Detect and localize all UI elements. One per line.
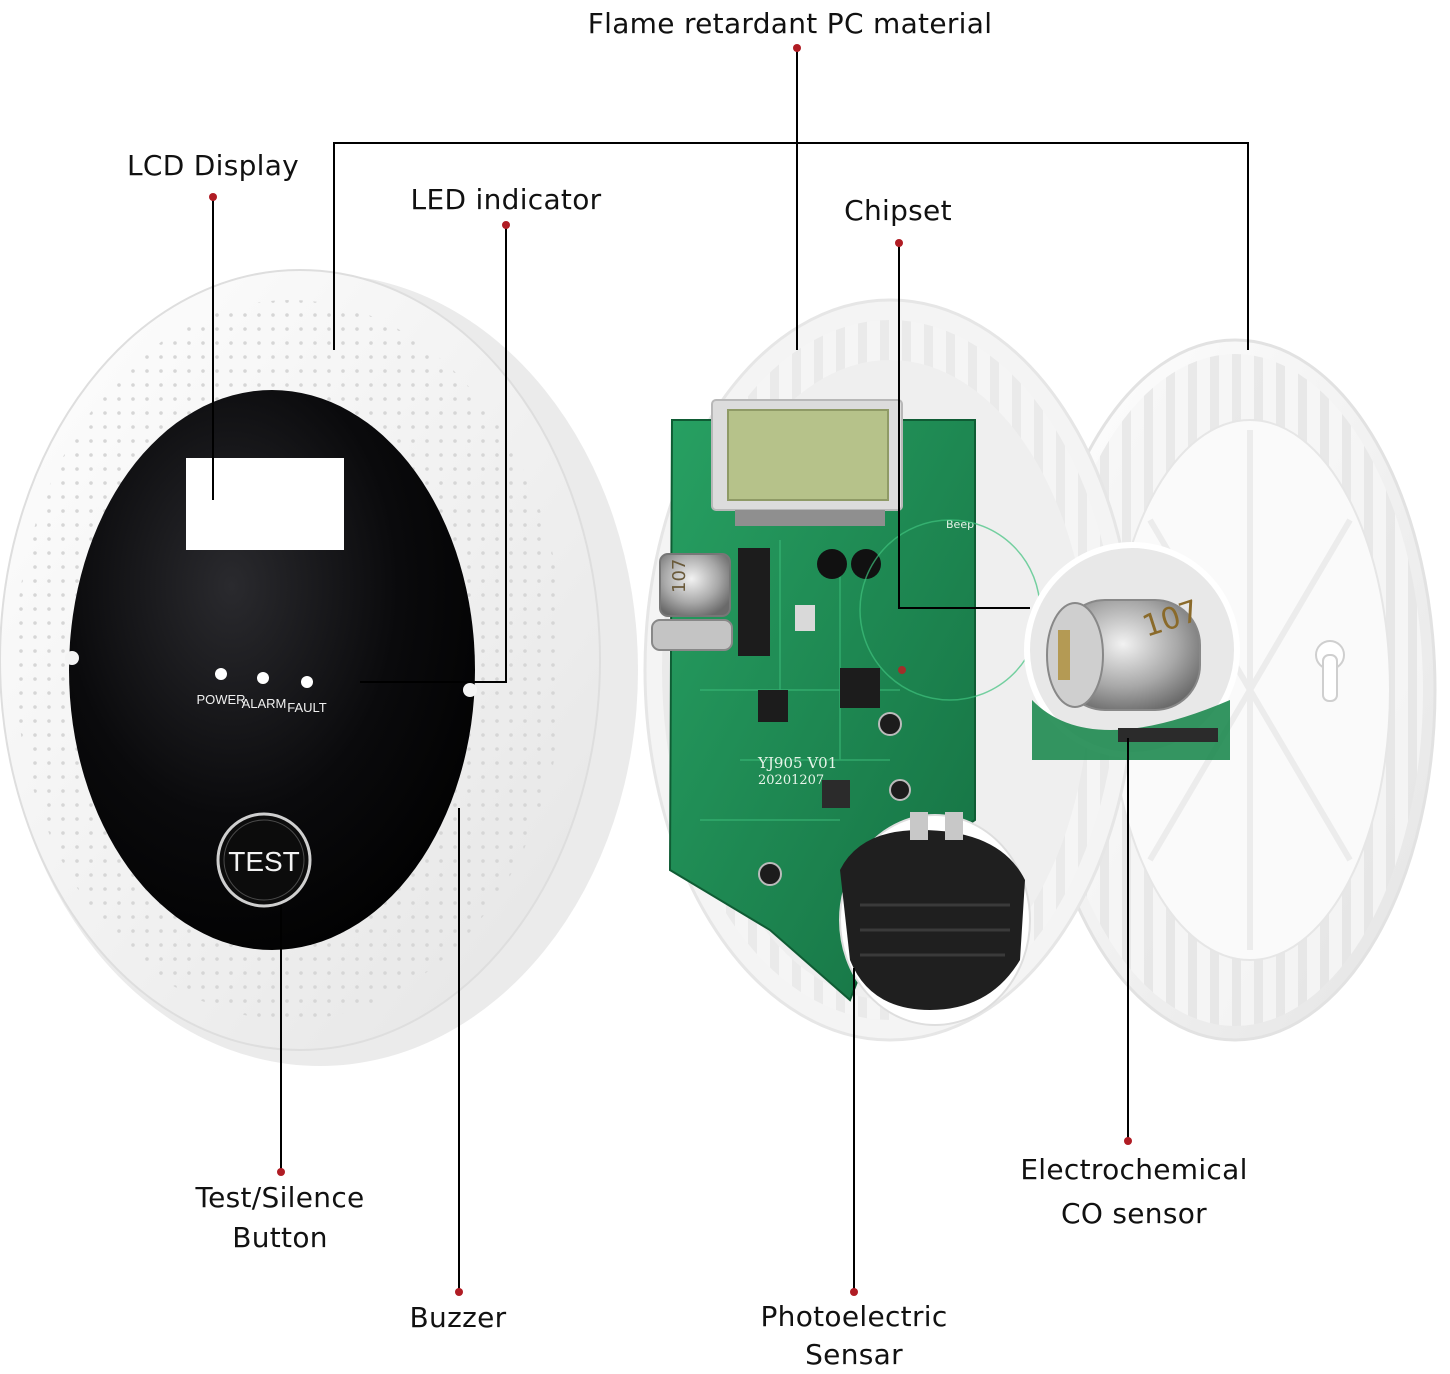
label-co-sensor-line2: CO sensor xyxy=(1061,1197,1207,1230)
label-buzzer: Buzzer xyxy=(409,1301,507,1334)
label-led-indicator: LED indicator xyxy=(410,183,602,216)
callout-dots xyxy=(209,44,1132,1296)
label-lcd-display: LCD Display xyxy=(126,149,300,182)
battery-cell: 107 xyxy=(651,553,733,651)
callout-lines xyxy=(212,48,1249,1292)
label-co-sensor: Electrochemical CO sensor xyxy=(1004,1148,1264,1236)
label-test-silence-button: Test/Silence Button xyxy=(160,1178,400,1258)
fault-led xyxy=(301,676,313,688)
label-chipset: Chipset xyxy=(844,194,952,227)
label-photoelectric-line2: Sensar xyxy=(805,1338,903,1371)
label-photoelectric-line1: Photoelectric xyxy=(760,1300,948,1333)
board-model-label: YJ905 V01 xyxy=(757,754,837,772)
label-co-sensor-line1: Electrochemical xyxy=(1020,1153,1248,1186)
label-test-silence-line1: Test/Silence xyxy=(195,1181,365,1214)
lcd-module xyxy=(711,399,903,526)
chip-main xyxy=(738,548,770,656)
label-test-silence-line2: Button xyxy=(232,1221,328,1254)
photoelectric-chamber xyxy=(839,812,1031,1026)
power-led xyxy=(215,668,227,680)
board-date-label: 20201207 xyxy=(758,773,824,788)
alarm-led-label: ALARM xyxy=(242,696,287,711)
lcd-display-window xyxy=(186,458,344,550)
test-button[interactable]: TEST xyxy=(216,812,312,908)
test-button-label: TEST xyxy=(228,846,300,877)
fault-led-label: FAULT xyxy=(287,700,327,715)
label-flame-retardant: Flame retardant PC material xyxy=(587,7,993,40)
power-led-label: POWER xyxy=(196,692,245,707)
keyhole-mount-icon xyxy=(1315,640,1345,702)
chip-small xyxy=(758,690,788,722)
label-photoelectric-sensor: Photoelectric Sensar xyxy=(730,1298,978,1374)
co-sensor-zoom: 107 xyxy=(1024,542,1240,760)
detector-front: POWER ALARM FAULT TEST xyxy=(0,269,638,1066)
alarm-led xyxy=(257,672,269,684)
battery-mark: 107 xyxy=(669,559,690,593)
chipset-ic xyxy=(840,668,880,708)
detector-face xyxy=(69,390,475,950)
